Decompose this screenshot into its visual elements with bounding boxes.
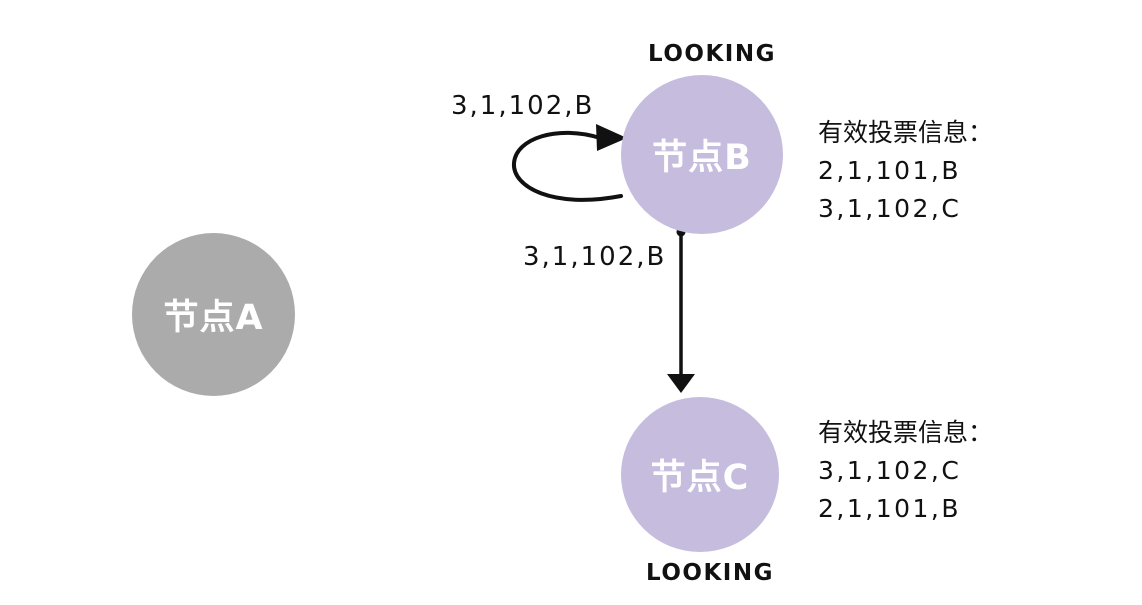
node-c-status: LOOKING [646, 560, 774, 586]
b-to-c-edge-label: 3,1,102,B [523, 242, 667, 272]
b-to-c-arrowhead [667, 374, 695, 393]
node-b-label: 节点B [652, 138, 752, 178]
node-c-vote-line: 3,1,102,C [818, 456, 962, 485]
self-loop-arrow-path [511, 130, 623, 202]
node-b-circle: 节点B [621, 75, 783, 234]
self-loop-arrow [511, 124, 627, 202]
node-a-label: 节点A [163, 298, 264, 338]
node-c-votes: 有效投票信息： 3,1,102,C 2,1,101,B [818, 414, 993, 528]
node-a-circle: 节点A [132, 233, 295, 396]
node-b-vote-line: 3,1,102,C [818, 194, 962, 223]
node-c-label: 节点C [650, 458, 750, 498]
node-c-circle: 节点C [621, 397, 779, 552]
node-b-votes: 有效投票信息： 2,1,101,B 3,1,102,C [818, 114, 993, 228]
self-loop-edge-label: 3,1,102,B [451, 91, 595, 121]
node-b-status: LOOKING [648, 41, 776, 67]
node-c-vote-line: 2,1,101,B [818, 494, 962, 523]
node-b-vote-line: 2,1,101,B [818, 156, 962, 185]
b-to-c-arrow [667, 227, 695, 393]
node-b-votes-title: 有效投票信息： [818, 118, 994, 147]
node-c-votes-title: 有效投票信息： [818, 418, 994, 447]
